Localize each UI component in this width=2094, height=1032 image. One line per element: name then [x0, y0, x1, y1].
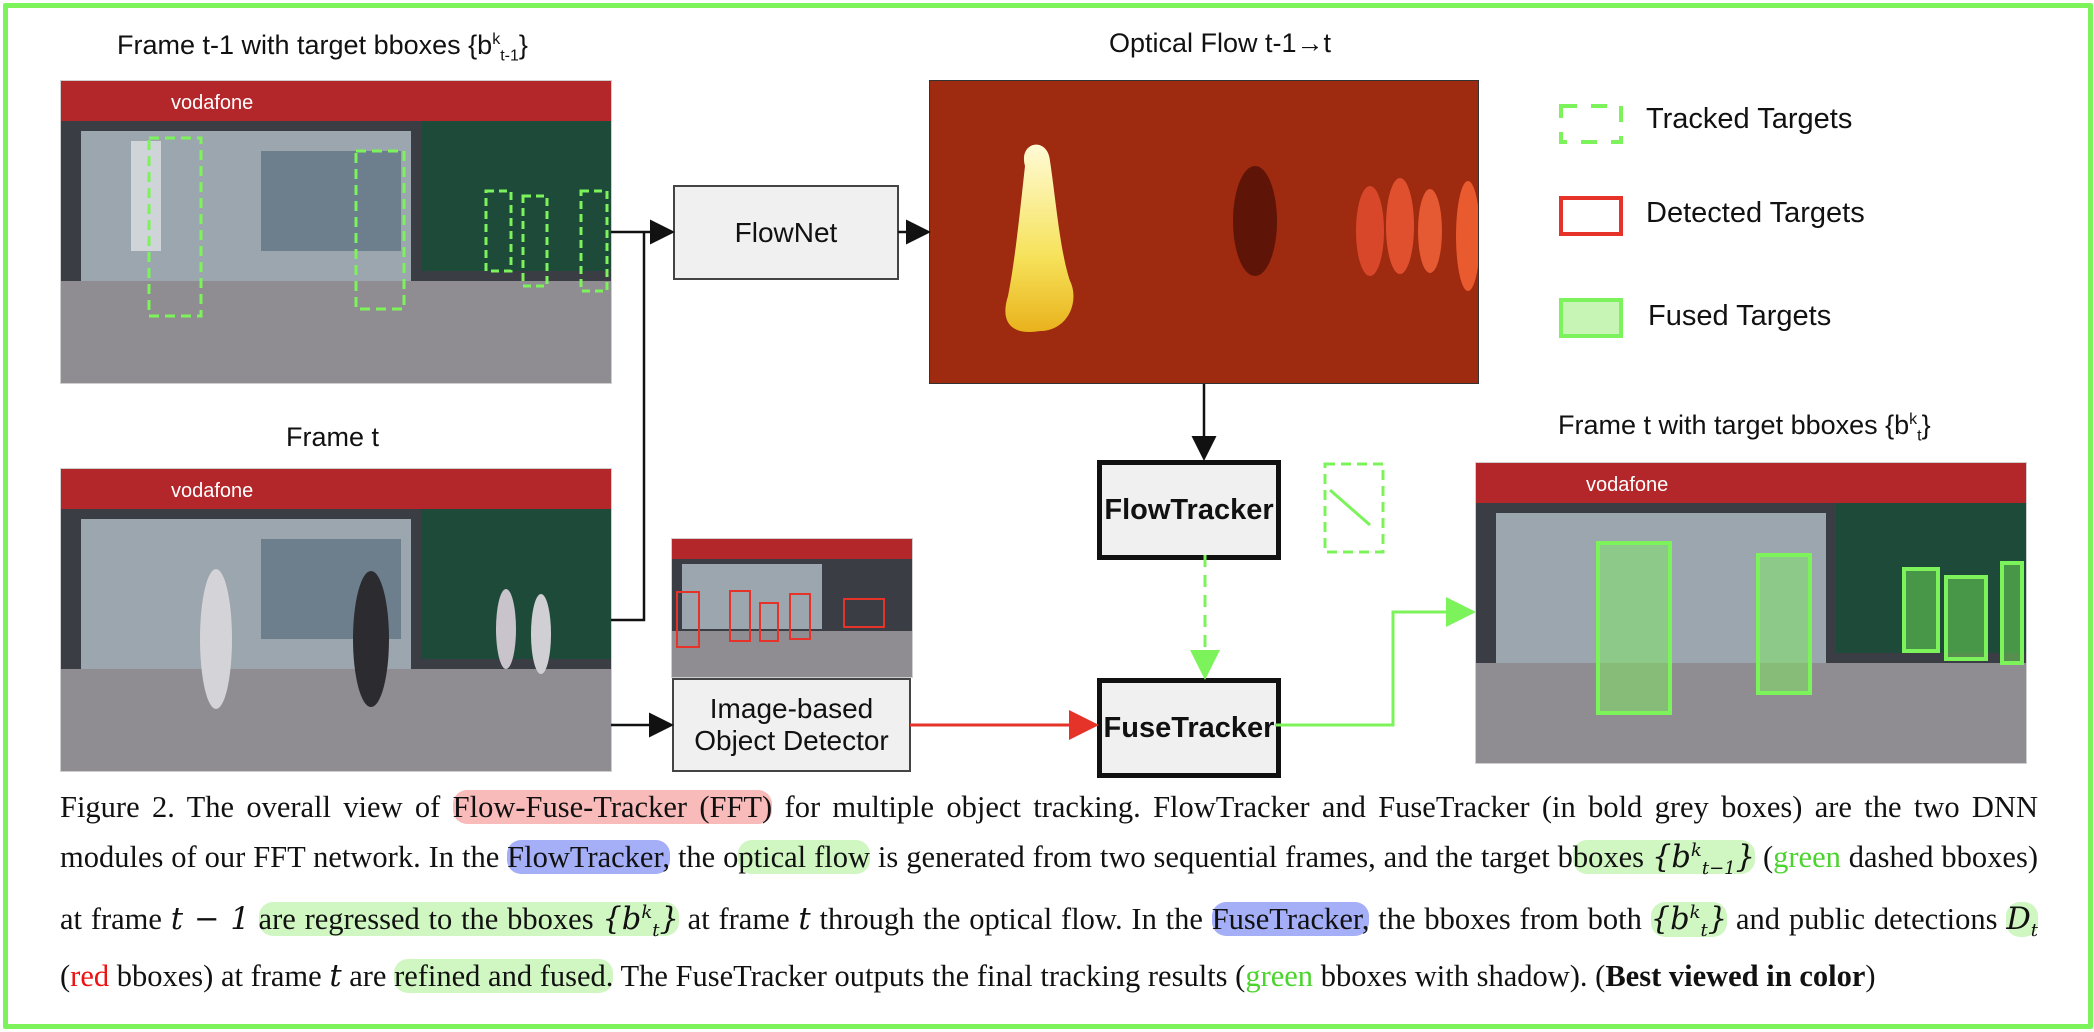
- figure-caption: Figure 2. The overall view of Flow-Fuse-…: [60, 785, 2039, 999]
- optical-flow-image: [929, 80, 1479, 384]
- caption-math-bt-1: {bkt−1}: [1651, 840, 1756, 879]
- detector-line1: Image-based: [709, 693, 874, 724]
- svg-text:vodafone: vodafone: [171, 480, 253, 502]
- svg-text:vodafone: vodafone: [171, 92, 253, 114]
- caption-text: boxes: [1572, 840, 1652, 875]
- caption-text: ): [1865, 958, 1876, 993]
- caption-highlight-optical-flow: ptical flow: [738, 840, 870, 875]
- caption-math-dt: Dt: [2006, 902, 2039, 942]
- object-detector-box: Image-based Object Detector: [672, 678, 911, 772]
- math-part: {b: [602, 902, 642, 938]
- caption-highlight-regressed: are regressed to the bboxes {bkt}: [258, 902, 679, 942]
- caption-text: are: [341, 958, 395, 993]
- frame-prev-brace: }: [518, 30, 528, 60]
- svg-text:vodafone: vodafone: [1586, 474, 1668, 496]
- legend-detected-swatch: [1559, 196, 1623, 236]
- frame-prev-sup: k: [492, 31, 501, 48]
- math-sup: k: [641, 902, 653, 924]
- caption-green-word: green: [1773, 840, 1841, 875]
- legend-swatches: [1559, 104, 1623, 338]
- caption-text: Figure 2. The overall view of: [60, 790, 453, 824]
- caption-text: the bboxes from both: [1369, 902, 1651, 937]
- caption-highlight-refined: refined and fused.: [394, 958, 614, 993]
- math-sup: k: [1690, 840, 1702, 861]
- caption-text: are regressed to the bboxes: [258, 902, 603, 937]
- frame-prev-title: Frame t-1 with target bboxes {bkt-1}: [117, 30, 528, 65]
- math-part: D: [2006, 902, 2031, 938]
- caption-text: for multiple object tracking. FlowTracke…: [60, 790, 2039, 875]
- caption-math-t: t: [798, 902, 811, 938]
- caption-text: (: [60, 958, 71, 993]
- caption-text: (: [1755, 840, 1774, 875]
- caption-bold-note: Best viewed in color: [1605, 958, 1866, 993]
- math-sub: t: [2030, 920, 2039, 942]
- flownet-box: FlowNet: [673, 185, 899, 280]
- caption-highlight-flowtracker: FlowTracker,: [507, 840, 671, 875]
- frame-prev-title-text: Frame t-1 with target bboxes {b: [117, 30, 493, 60]
- caption-text: dashed bboxes) at frame: [60, 840, 2038, 937]
- math-part: }: [1707, 902, 1728, 938]
- legend-tracked-label: Tracked Targets: [1646, 103, 1853, 135]
- caption-math-bt: {bkt}: [602, 902, 679, 941]
- optical-flow-title: Optical Flow t-1→t: [1109, 28, 1332, 58]
- math-sub: t: [652, 920, 660, 942]
- caption-text: The FuseTracker outputs the final tracki…: [613, 958, 1246, 993]
- caption-text: bboxes) at frame: [109, 958, 330, 993]
- caption-highlight-fft: Flow-Fuse-Tracker (FFT): [452, 790, 773, 824]
- legend-fused-label: Fused Targets: [1648, 300, 1832, 332]
- frame-out-title: Frame t with target bboxes {bkt}: [1558, 410, 1931, 445]
- frame-out-sub: t: [1917, 427, 1922, 445]
- tracked-bbox-icon: [1323, 462, 1385, 554]
- figure-border: [3, 3, 2093, 1029]
- math-sub: t: [1700, 920, 1708, 942]
- optical-flow-svg: [1005, 144, 1478, 332]
- math-part: }: [659, 902, 679, 938]
- detector-line2: Object Detector: [694, 725, 889, 756]
- caption-text: the o: [670, 840, 739, 875]
- caption-green-word: green: [1245, 958, 1314, 993]
- caption-math-t-minus-1: t − 1: [170, 902, 250, 938]
- math-part: {b: [1650, 902, 1690, 938]
- math-part: {b: [1651, 840, 1691, 876]
- frame-out-image: vodafone: [1475, 462, 2027, 764]
- caption-highlight-bboxes: boxes {bkt−1}: [1572, 840, 1756, 879]
- caption-math-t: t: [329, 958, 342, 994]
- frame-curr-image: vodafone: [60, 468, 612, 772]
- caption-text: through the optical flow. In the: [810, 902, 1212, 937]
- caption-text: is generated from two sequential frames,…: [870, 840, 1573, 875]
- frame-prev-sub: t-1: [500, 47, 519, 65]
- frame-curr-title: Frame t: [286, 422, 380, 452]
- caption-highlight-fusetracker: FuseTracker,: [1211, 902, 1370, 937]
- flowtracker-box: FlowTracker: [1097, 460, 1281, 560]
- fusetracker-box: FuseTracker: [1097, 678, 1281, 778]
- legend-fused-swatch: [1559, 298, 1623, 338]
- detections-thumbnail: [671, 538, 913, 678]
- frame-out-title-text: Frame t with target bboxes {b: [1558, 410, 1910, 440]
- arrow-frame-curr-to-flownet: [611, 232, 646, 622]
- legend-tracked-swatch: [1559, 104, 1623, 144]
- frame-out-sup: k: [1909, 411, 1918, 428]
- caption-text: at frame: [678, 902, 799, 937]
- tracked-bbox-motion: [1329, 488, 1371, 527]
- legend-detected-label: Detected Targets: [1646, 197, 1865, 229]
- caption-text: bboxes with shadow). (: [1313, 958, 1606, 993]
- frame-prev-image: vodafone: [60, 80, 612, 384]
- caption-text: and public detections: [1727, 902, 2007, 937]
- arrow-fusetracker-to-output: [1275, 597, 1476, 727]
- caption-math-bt-2: {bkt}: [1650, 902, 1728, 942]
- frame-out-brace: }: [1921, 410, 1931, 440]
- caption-text: [250, 902, 259, 936]
- math-part: }: [1735, 840, 1756, 876]
- math-sup: k: [1689, 902, 1701, 924]
- caption-red-word: red: [70, 958, 110, 993]
- math-sub: t−1: [1701, 858, 1736, 880]
